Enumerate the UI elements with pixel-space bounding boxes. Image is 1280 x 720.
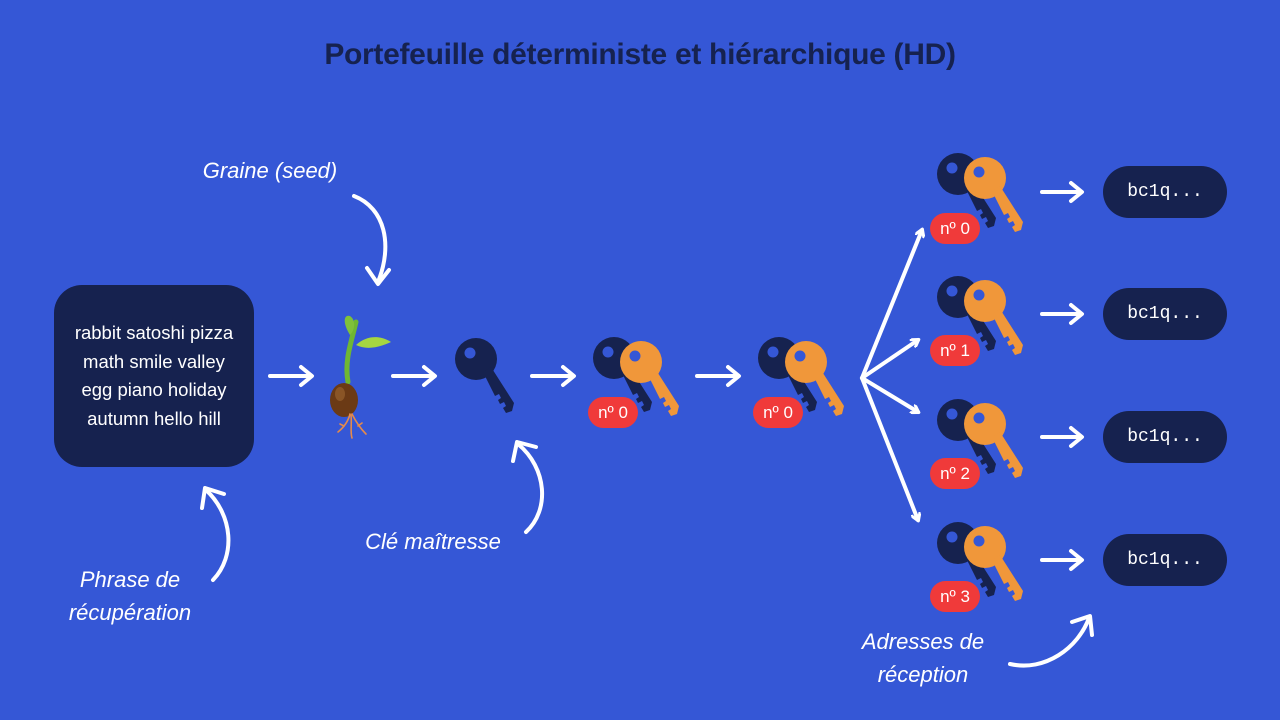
sprouting-seed-icon: [330, 315, 391, 439]
receiving-address-2: bc1q...: [1103, 411, 1227, 463]
arrow-seed-to-master-key: [391, 365, 437, 387]
recovery-phrase-caption-line: récupération: [68, 600, 192, 625]
address-index-badge-2: nº 2: [930, 458, 980, 489]
receiving-addresses-caption: Adresses de réception: [833, 625, 1013, 691]
receiving-addresses-caption-line: Adresses de: [861, 629, 985, 654]
arrow-child-to-grandchild: [695, 365, 741, 387]
arrow-master-to-child: [530, 365, 576, 387]
curved-arrow-master-key: [511, 440, 545, 534]
arrow-to-address-2: [1040, 426, 1084, 448]
receiving-address-1: bc1q...: [1103, 288, 1227, 340]
recovery-phrase-line: math smile valley: [83, 350, 225, 372]
receiving-address-3: bc1q...: [1103, 534, 1227, 586]
receiving-address-0: bc1q...: [1103, 166, 1227, 218]
arrow-to-address-0: [1040, 181, 1084, 203]
recovery-phrase-caption: Phrase de récupération: [40, 563, 220, 629]
curved-arrow-seed: [352, 194, 391, 286]
arrow-to-address-3: [1040, 549, 1084, 571]
curved-arrow-addresses: [1008, 614, 1094, 668]
fan-arrow-3: [860, 376, 918, 520]
diagram-title: Portefeuille déterministe et hiérarchiqu…: [324, 38, 956, 71]
curved-arrow-recovery-phrase: [200, 486, 231, 582]
fan-arrow-2: [860, 376, 918, 412]
arrow-phrase-to-seed: [268, 365, 314, 387]
arrow-to-address-1: [1040, 303, 1084, 325]
child-index-badge: nº 0: [588, 397, 638, 428]
fan-arrow-0: [860, 230, 922, 380]
address-index-badge-0: nº 0: [930, 213, 980, 244]
recovery-phrase-caption-line: Phrase de: [79, 567, 181, 592]
recovery-phrase-box: rabbit satoshi pizza math smile valley e…: [54, 285, 254, 467]
master-key-caption: Clé maîtresse: [365, 529, 501, 554]
fan-arrow-1: [860, 340, 918, 380]
recovery-phrase-line: egg piano holiday: [81, 379, 227, 400]
master-key-icon: [455, 338, 514, 413]
address-index-badge-1: nº 1: [930, 335, 980, 366]
grandchild-index-badge: nº 0: [753, 397, 803, 428]
seed-caption: Graine (seed): [202, 158, 338, 183]
recovery-phrase-line: rabbit satoshi pizza: [74, 322, 234, 343]
address-index-badge-3: nº 3: [930, 581, 980, 612]
recovery-phrase-line: autumn hello hill: [87, 407, 221, 429]
receiving-addresses-caption-line: réception: [877, 662, 969, 687]
